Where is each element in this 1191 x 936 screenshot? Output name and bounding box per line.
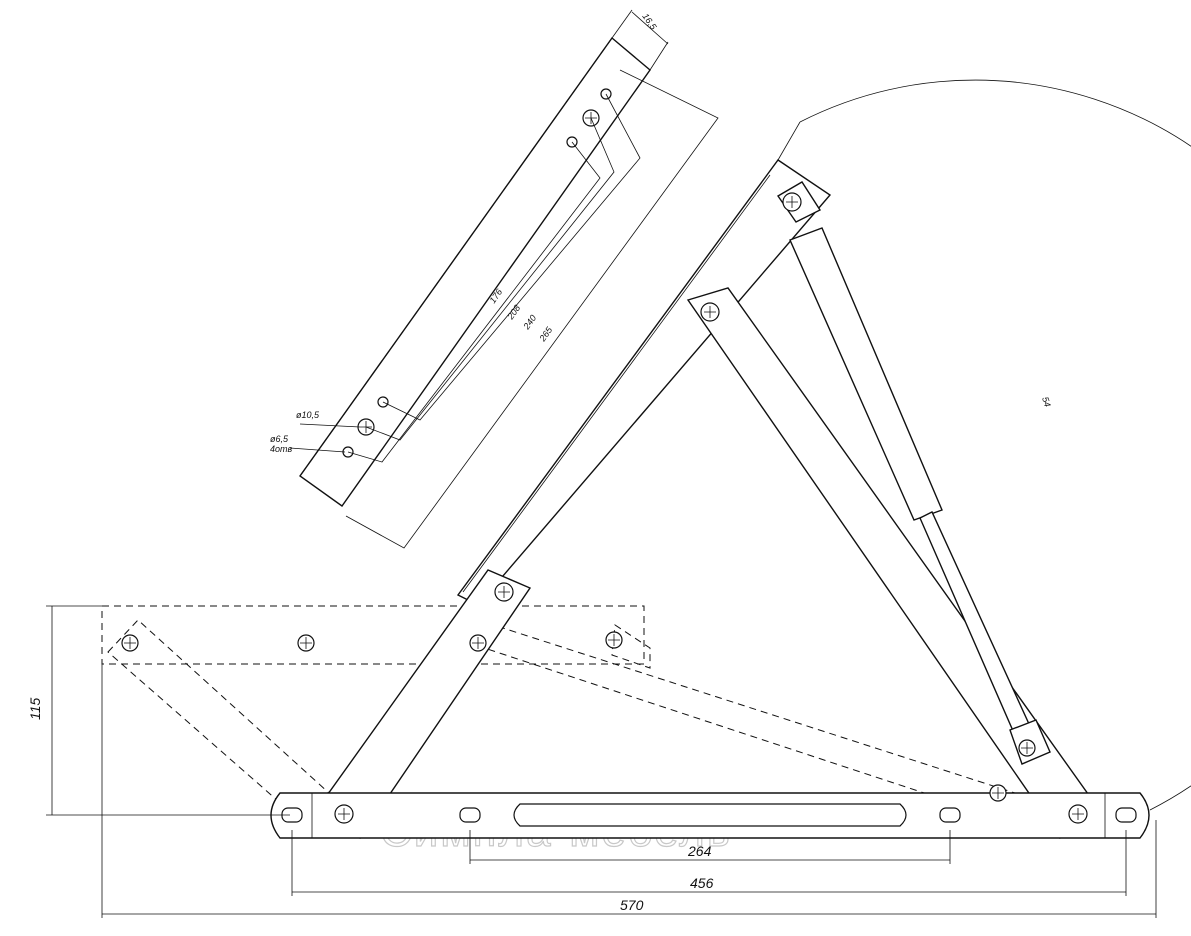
bracket-detail (289, 9, 719, 549)
label-hole-count: 4отв (270, 444, 293, 454)
dimension-lines (46, 79, 1191, 918)
slot (513, 803, 907, 827)
gas-spring (776, 181, 1051, 765)
dim-240: 240 (521, 313, 538, 332)
dim-265: 265 (537, 324, 555, 344)
label-small-hole: ø6,5 (270, 434, 289, 444)
dim-570: 570 (620, 897, 644, 913)
dim-456: 456 (690, 875, 714, 891)
pivot-screws (121, 192, 1088, 824)
dim-264: 264 (687, 843, 712, 859)
dim-115: 115 (27, 697, 43, 720)
dim-54: 54 (1040, 396, 1053, 409)
base-bar (270, 792, 1150, 839)
label-large-hole: ø10,5 (296, 410, 320, 420)
